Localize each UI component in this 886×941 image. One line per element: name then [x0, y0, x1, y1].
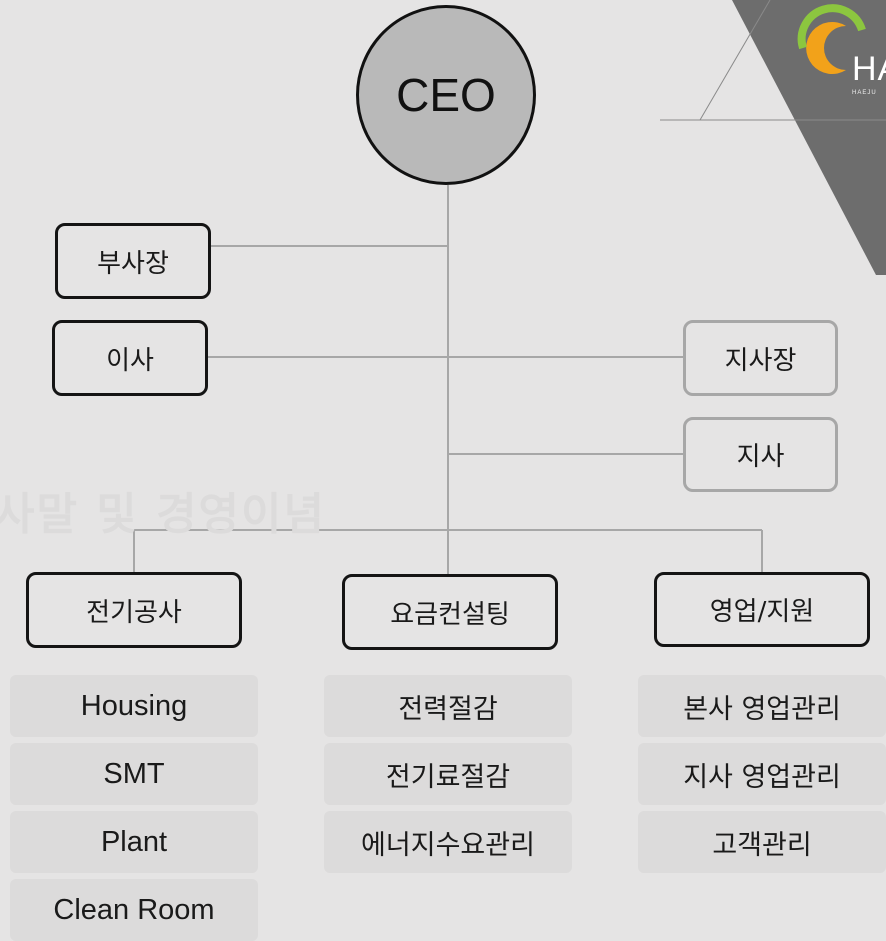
ceo-node: CEO — [356, 5, 536, 185]
list-item: Plant — [10, 811, 258, 873]
vice-president-box: 부사장 — [55, 223, 211, 299]
division-label: 전기공사 — [86, 597, 182, 628]
vice-president-label: 부사장 — [97, 248, 169, 279]
branch-manager-box: 지사장 — [683, 320, 838, 396]
ceo-label: CEO — [396, 69, 496, 121]
division-label: 영업/지원 — [709, 597, 815, 627]
background-watermark-text: 사말 및 경영이념 — [0, 489, 326, 540]
list-item: 고객관리 — [638, 811, 886, 873]
logo-subtext: HAEJU — [852, 90, 877, 96]
list-item: 전력절감 — [324, 675, 572, 737]
list-item: 에너지수요관리 — [324, 811, 572, 873]
list-item: Housing — [10, 675, 258, 737]
list-item: 지사 영업관리 — [638, 743, 886, 805]
director-box: 이사 — [52, 320, 208, 396]
logo-background-shape — [660, 0, 886, 275]
branch-label: 지사 — [736, 442, 785, 472]
division-electrical-box: 전기공사 — [26, 572, 242, 648]
logo-text: HA — [852, 50, 886, 88]
branch-box: 지사 — [683, 417, 838, 492]
list-item: 본사 영업관리 — [638, 675, 886, 737]
list-item: 전기료절감 — [324, 743, 572, 805]
logo-icon — [797, 4, 866, 75]
division-label: 요금컨설팅 — [390, 599, 510, 630]
list-item: SMT — [10, 743, 258, 805]
division-sales-box: 영업/지원 — [654, 572, 870, 647]
director-label: 이사 — [106, 345, 154, 376]
branch-manager-label: 지사장 — [724, 345, 797, 376]
list-item: Clean Room — [10, 879, 258, 941]
division-consulting-box: 요금컨설팅 — [342, 574, 558, 650]
